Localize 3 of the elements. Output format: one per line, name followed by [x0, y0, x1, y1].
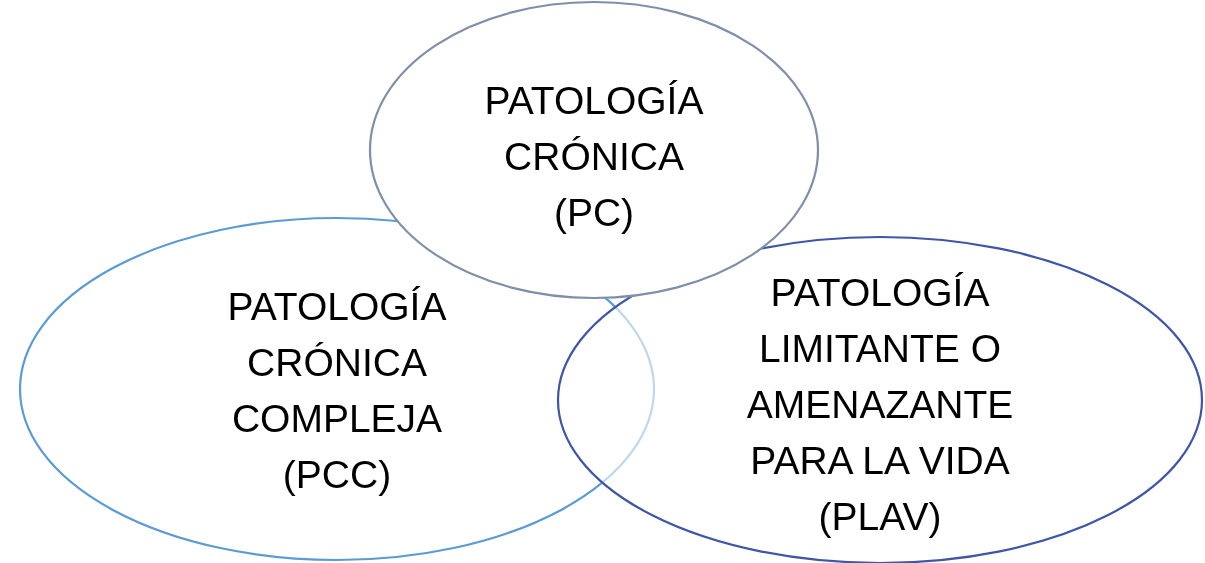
ellipse-label: PATOLOGÍA CRÓNICA COMPLEJA (PCC) [226, 284, 448, 498]
ellipse-label: PATOLOGÍA CRÓNICA (PC) [483, 78, 705, 236]
ellipse-label: PATOLOGÍA LIMITANTE O AMENAZANTE PARA LA VIDA (PLAV) [745, 270, 1015, 540]
